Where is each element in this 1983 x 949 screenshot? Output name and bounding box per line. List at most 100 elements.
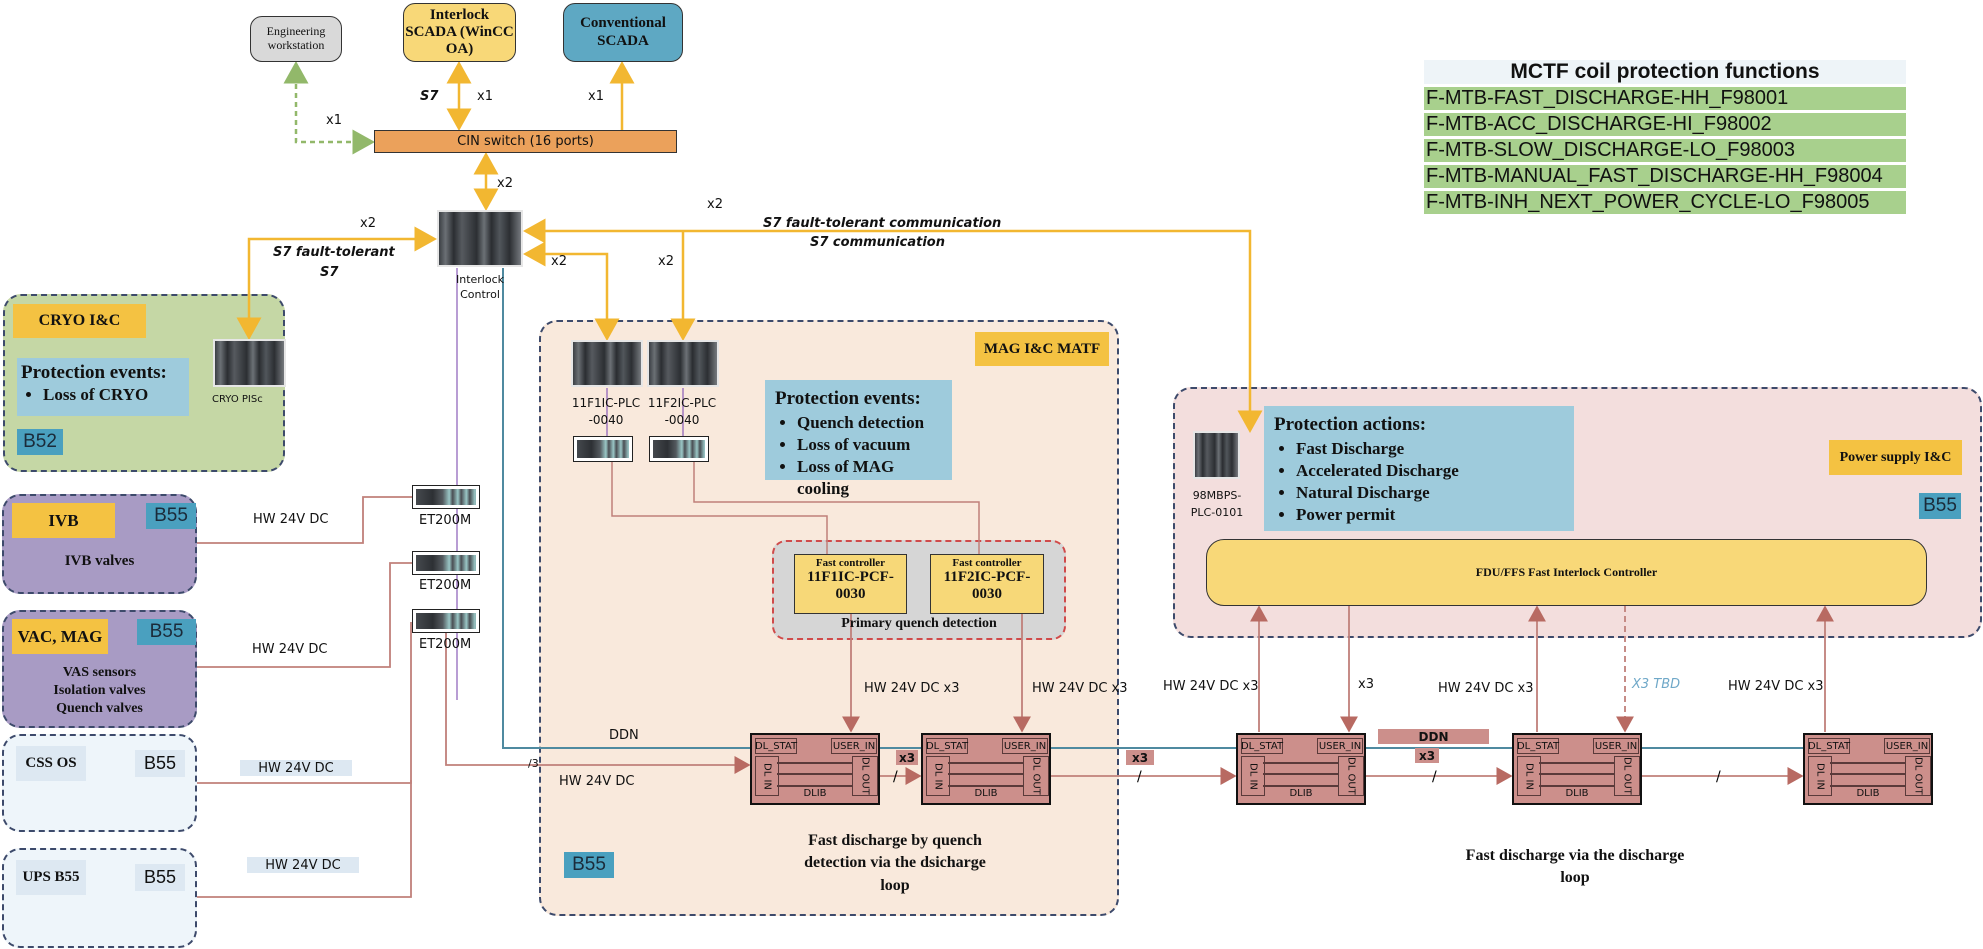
mctf-function-row: F-MTB-MANUAL_FAST_DISCHARGE-HH_F98004 bbox=[1424, 165, 1906, 188]
fast-controller-1-name: 11F1IC-PCF-0030 bbox=[807, 569, 894, 603]
dlib-module-4: DL_STAT USER_IN DL IN DL OUT DLIB bbox=[1512, 733, 1642, 805]
primary-quench-detection-label: Primary quench detection bbox=[841, 616, 997, 631]
mag-slash3-label: /3 bbox=[528, 757, 539, 770]
ps-caption: Fast discharge via the discharge loop bbox=[1465, 847, 1685, 887]
interlock-scada-node: Interlock SCADA (WinCC OA) bbox=[403, 3, 516, 62]
dlib-dl-in: DL IN bbox=[926, 756, 950, 796]
dlib-dl-out: DL OUT bbox=[1338, 756, 1364, 796]
mag-ddn-label: DDN bbox=[609, 728, 639, 743]
svg-text:/: / bbox=[893, 769, 898, 785]
cryo-plc bbox=[213, 339, 286, 387]
dlib-dl-out: DL OUT bbox=[852, 756, 878, 796]
mag-events-title: Protection events: bbox=[775, 388, 921, 409]
et200m-3 bbox=[412, 609, 480, 633]
dlib-dl-in: DL IN bbox=[1517, 756, 1541, 796]
ews-x1-label: x1 bbox=[326, 113, 342, 128]
ps-x3-a-label: x3 bbox=[1358, 677, 1374, 692]
mag-event-item: Quench detection bbox=[797, 412, 942, 434]
dlib-name: DLIB bbox=[1289, 788, 1313, 799]
dlib-name: DLIB bbox=[1856, 788, 1880, 799]
ivb-link-label: HW 24V DC bbox=[253, 512, 329, 527]
cryo-building-badge: B52 bbox=[17, 429, 63, 455]
dlib-stat: DL_STAT bbox=[1517, 738, 1559, 754]
ivb-desc: IVB valves bbox=[64, 553, 135, 569]
ups-title: UPS B55 bbox=[16, 860, 86, 895]
mctf-function-row: F-MTB-FAST_DISCHARGE-HH_F98001 bbox=[1424, 87, 1906, 110]
svg-text:/: / bbox=[1716, 769, 1721, 785]
mag-caption: Fast discharge by quench detection via t… bbox=[804, 832, 986, 894]
mctf-function-row: F-MTB-ACC_DISCHARGE-HI_F98002 bbox=[1424, 113, 1906, 136]
cryo-s7-label: S7 bbox=[320, 265, 339, 280]
cryo-s7-ft-label: S7 fault-tolerant bbox=[273, 245, 395, 260]
s7-ft-link bbox=[523, 218, 1263, 433]
loop-x3-tag: x3 bbox=[1126, 750, 1154, 765]
mag-hw-in-label: HW 24V DC bbox=[559, 774, 635, 789]
fdu-fast-interlock-controller: FDU/FFS Fast Interlock Controller bbox=[1206, 539, 1927, 606]
svg-text:/: / bbox=[1137, 769, 1142, 785]
fast-controller-1-kind: Fast controller bbox=[815, 557, 886, 569]
mctf-function-row: F-MTB-INH_NEXT_POWER_CYCLE-LO_F98005 bbox=[1424, 191, 1906, 214]
mctf-function-row: F-MTB-SLOW_DISCHARGE-LO_F98003 bbox=[1424, 139, 1906, 162]
ups-link-label: HW 24V DC bbox=[247, 857, 359, 873]
fast-controller-1: Fast controller 11F1IC-PCF-0030 bbox=[794, 554, 907, 614]
mag-title: MAG I&C MATF bbox=[975, 332, 1109, 366]
engineering-workstation-node: Engineering workstation bbox=[250, 16, 342, 62]
vac-mag-title: VAC, MAG bbox=[12, 619, 108, 654]
dlib-stat: DL_STAT bbox=[926, 738, 968, 754]
s7-ft-comm-label: S7 fault-tolerant communication bbox=[763, 216, 1002, 231]
ddn-link bbox=[502, 268, 1933, 749]
dlib-stat: DL_STAT bbox=[755, 738, 797, 754]
cryo-protection-events: Protection events: Loss of CRYO bbox=[17, 358, 189, 416]
svg-text:/: / bbox=[1432, 769, 1437, 785]
mag-event-item: Loss of MAG cooling bbox=[797, 456, 942, 500]
power-supply-title: Power supply I&C bbox=[1829, 440, 1962, 475]
fast-controller-2-name: 11F2IC-PCF-0030 bbox=[943, 569, 1031, 603]
mag-plc-2 bbox=[647, 340, 719, 387]
et200m-2-label: ET200M bbox=[419, 578, 472, 593]
power-supply-plc bbox=[1193, 431, 1240, 479]
ps-actions-title: Protection actions: bbox=[1274, 414, 1427, 435]
dlib-name: DLIB bbox=[974, 788, 998, 799]
mag-plc-1-label: 11F1IC-PLC-0040 bbox=[571, 396, 641, 427]
vac-mag-desc-line: Quench valves bbox=[56, 700, 143, 716]
ps-ddn-tag: DDN bbox=[1378, 729, 1489, 744]
mag-x2-b-label: x2 bbox=[658, 254, 674, 269]
dlib-dl-out: DL OUT bbox=[1905, 756, 1931, 796]
ps-hw-c-label: HW 24V DC x3 bbox=[1728, 679, 1824, 694]
dlib-module-5: DL_STAT USER_IN DL IN DL OUT DLIB bbox=[1803, 733, 1933, 805]
mctf-functions-table: MCTF coil protection functions F-MTB-FAS… bbox=[1424, 60, 1906, 214]
power-supply-plc-label: 98MBPS-PLC-0101 bbox=[1190, 489, 1244, 519]
loop-x3-tag: x3 bbox=[896, 750, 918, 765]
ps-hw-b-label: HW 24V DC x3 bbox=[1438, 681, 1534, 696]
et200m-1 bbox=[412, 485, 480, 509]
et200m-2 bbox=[412, 551, 480, 575]
dlib-user-in: USER_IN bbox=[1317, 738, 1363, 754]
ups-building-badge: B55 bbox=[135, 864, 185, 891]
mag-plc1-link bbox=[523, 241, 620, 341]
et200m-1-label: ET200M bbox=[419, 513, 472, 528]
dlib-stat: DL_STAT bbox=[1808, 738, 1850, 754]
ivb-title: IVB bbox=[12, 503, 115, 538]
css-os-link-label: HW 24V DC bbox=[240, 760, 352, 776]
vac-mag-building-badge: B55 bbox=[137, 619, 196, 645]
cryo-plc-label: CRYO PISc bbox=[212, 394, 263, 405]
dlib-stat: DL_STAT bbox=[1241, 738, 1283, 754]
hw-in-link bbox=[445, 632, 751, 774]
cryo-event-item: Loss of CRYO bbox=[43, 384, 185, 406]
fast-controller-2: Fast controller 11F2IC-PCF-0030 bbox=[930, 554, 1044, 614]
conventional-scada-node: Conventional SCADA bbox=[563, 3, 683, 62]
css-os-title: CSS OS bbox=[16, 746, 86, 781]
dlib-user-in: USER_IN bbox=[1593, 738, 1639, 754]
dlib-name: DLIB bbox=[1565, 788, 1589, 799]
dlib-name: DLIB bbox=[803, 788, 827, 799]
scada-s7-label: S7 bbox=[420, 89, 439, 104]
cryo-events-title: Protection events: bbox=[21, 362, 167, 383]
cryo-x2-label: x2 bbox=[360, 216, 376, 231]
power-supply-building-badge: B55 bbox=[1919, 493, 1961, 519]
ps-x2-label: x2 bbox=[707, 197, 723, 212]
cin-switch: CIN switch (16 ports) bbox=[374, 130, 677, 153]
interlock-control-plc bbox=[437, 210, 523, 267]
ps-hw-a-label: HW 24V DC x3 bbox=[1163, 679, 1259, 694]
vac-mag-desc-line: Isolation valves bbox=[53, 682, 146, 698]
